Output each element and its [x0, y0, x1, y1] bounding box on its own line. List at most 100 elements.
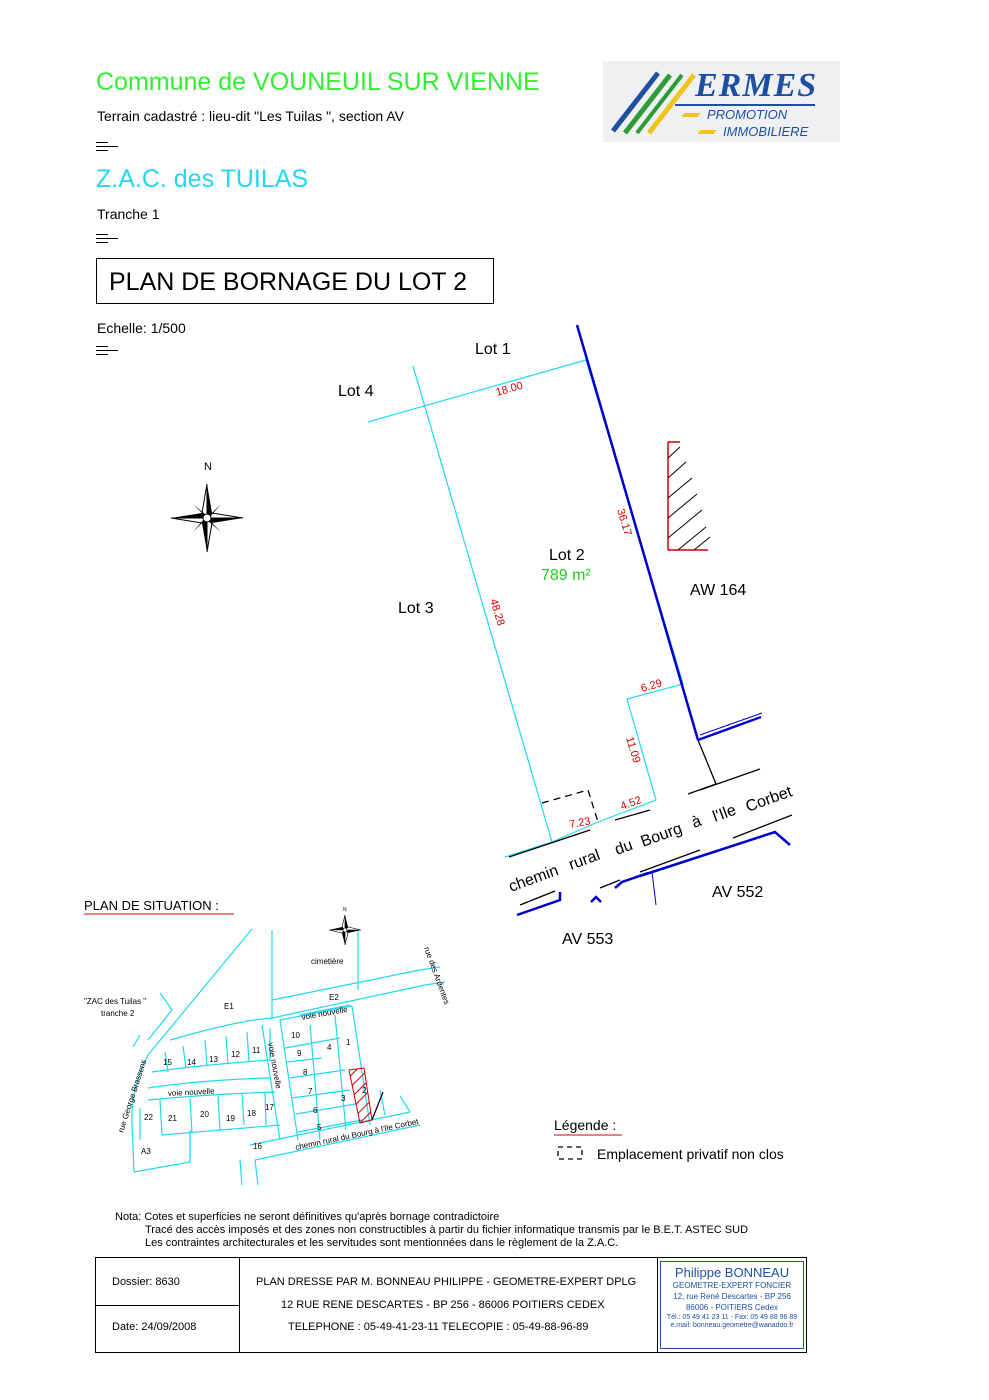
- lot2-label: Lot 2: [549, 547, 585, 564]
- stamp-address2: 86006 - POITIERS Cedex: [685, 1303, 779, 1312]
- logo-underline: [675, 104, 815, 106]
- lot-number: 13: [209, 1055, 218, 1064]
- road-word: Corbet: [744, 783, 795, 816]
- tranche-label: Tranche 1: [97, 206, 160, 222]
- logo-line1: PROMOTION: [707, 107, 788, 122]
- hatched-zone: [667, 441, 711, 551]
- label-zac-t2: "ZAC des Tuilas ": [84, 997, 146, 1006]
- lot-number: 20: [200, 1110, 209, 1119]
- lot-number: 11: [252, 1046, 261, 1055]
- commune-title: Commune de VOUNEUIL SUR VIENNE: [96, 68, 540, 96]
- dimension-label: 6.29: [640, 677, 664, 694]
- author-phone: TELEPHONE : 05-49-41-23-11 TELECOPIE : 0…: [288, 1321, 589, 1333]
- private-space-outline: [541, 789, 599, 823]
- road-edges: [508, 739, 793, 906]
- lot-number: 9: [297, 1049, 302, 1058]
- parcel-aw164: AW 164: [690, 582, 746, 599]
- plan-title: PLAN DE BORNAGE DU LOT 2: [96, 258, 494, 304]
- dossier-number: Dossier: 8630: [112, 1276, 180, 1288]
- label-rue-ardentes: rue des Ardentes: [422, 946, 451, 1006]
- road-word: à: [690, 813, 704, 832]
- dimension-label: 7.23: [568, 815, 591, 831]
- lot-number: 18: [247, 1109, 256, 1118]
- legend-title: Légende :: [554, 1117, 616, 1133]
- boundary-aw164: [575, 324, 763, 742]
- lot-number: 6: [313, 1106, 318, 1115]
- parcel-av553: AV 553: [562, 931, 613, 948]
- footer-divider: [239, 1258, 240, 1352]
- road-word: l'Ile: [711, 802, 739, 826]
- lot-number: 16: [253, 1142, 262, 1151]
- surveyor-stamp: Philippe BONNEAU GEOMETRE-EXPERT FONCIER…: [660, 1261, 804, 1349]
- lot-number: 15: [163, 1058, 172, 1067]
- label-e2: E2: [329, 993, 339, 1002]
- scale-label: Echelle: 1/500: [97, 320, 186, 336]
- legend-dashed-box-icon: [557, 1146, 583, 1160]
- lot-number: 22: [144, 1113, 153, 1122]
- label-e1: E1: [224, 1002, 234, 1011]
- stamp-phone: Tél.: 05 49 41 23 11 - Fax: 05 49 88 96 …: [666, 1314, 798, 1321]
- ermes-logo: ERMES PROMOTION IMMOBILIERE: [603, 61, 840, 142]
- logo-line2: IMMOBILIERE: [723, 124, 809, 139]
- lot-number: 19: [226, 1114, 235, 1123]
- situation-labels: cimetière rue des Ardentes "ZAC des Tuil…: [84, 946, 451, 1156]
- lot-number: 2: [362, 1086, 367, 1095]
- label-a3: A3: [141, 1147, 151, 1156]
- lot-number: 21: [168, 1114, 177, 1123]
- situation-lot2-highlight: [348, 1067, 373, 1124]
- label-voie-nouvelle: voie nouvelle: [168, 1087, 216, 1098]
- lot-number: 4: [327, 1043, 332, 1052]
- situation-north-label: N: [343, 907, 347, 913]
- compass-rose-icon: [170, 483, 244, 553]
- separator-icon: [96, 346, 118, 356]
- author-address: 12 RUE RENE DESCARTES - BP 256 - 86006 P…: [281, 1299, 605, 1311]
- stamp-address1: 12, rue René Descartes - BP 256: [673, 1292, 791, 1301]
- lot-number: 14: [187, 1058, 196, 1067]
- legend-item: Emplacement privatif non clos: [597, 1146, 784, 1162]
- road-word: du: [613, 837, 636, 859]
- plan-author: PLAN DRESSE PAR M. BONNEAU PHILIPPE - GE…: [256, 1276, 637, 1288]
- road-word: chemin: [507, 862, 561, 896]
- lot1-label: Lot 1: [475, 341, 511, 358]
- label-tranche2: tranche 2: [101, 1009, 135, 1018]
- footer-table: Dossier: 8630 Date: 24/09/2008 PLAN DRES…: [95, 1257, 807, 1353]
- label-chemin-rural: chemin rural du Bourg à l'Ile Corbet: [295, 1117, 420, 1152]
- parcel-av552: AV 552: [712, 884, 763, 901]
- logo-name: ERMES: [695, 67, 818, 104]
- dimension-label: 18.00: [495, 380, 525, 399]
- footer-divider: [96, 1305, 239, 1306]
- lot-number: 1: [346, 1038, 351, 1047]
- road-word: Bourg: [639, 820, 685, 851]
- stamp-email: e.mail: bonneau.geometre@wanadoo.fr: [670, 1322, 794, 1329]
- north-label: N: [204, 461, 212, 473]
- nota-line3: Les contraintes architecturales et les s…: [145, 1237, 618, 1249]
- situation-compass-icon: [328, 914, 362, 946]
- lot3-label: Lot 3: [398, 600, 434, 617]
- lot-number: 5: [317, 1123, 322, 1132]
- label-cimetiere: cimetière: [311, 957, 344, 966]
- road-word: rural: [567, 847, 603, 874]
- logo-stripes-icon: [611, 71, 696, 135]
- separator-icon: [96, 142, 118, 152]
- nota-line2: Tracé des accès imposés et des zones non…: [145, 1224, 748, 1236]
- lot-number: 7: [308, 1087, 313, 1096]
- lot2-area: 789 m²: [541, 567, 591, 584]
- stamp-name: Philippe BONNEAU: [674, 1265, 790, 1280]
- stamp-title: GEOMETRE-EXPERT FONCIER: [672, 1281, 792, 1290]
- situation-map-lines: [131, 928, 446, 1186]
- situation-title: PLAN DE SITUATION :: [84, 898, 219, 913]
- nota-line1: Nota: Cotes et superficies ne seront déf…: [115, 1211, 499, 1223]
- dimension-label: 11.09: [623, 735, 642, 764]
- lot-number: 12: [231, 1050, 240, 1059]
- lot4-label: Lot 4: [338, 383, 374, 400]
- footer-divider: [657, 1258, 658, 1352]
- boundary-av: [516, 830, 791, 917]
- lot-number: 3: [341, 1094, 346, 1103]
- terrain-line: Terrain cadastré : lieu-dit "Les Tuilas …: [97, 108, 404, 124]
- zac-title: Z.A.C. des TUILAS: [96, 165, 309, 193]
- lot-number: 10: [291, 1031, 300, 1040]
- separator-icon: [96, 234, 118, 244]
- situation-road-edge: [371, 1091, 384, 1121]
